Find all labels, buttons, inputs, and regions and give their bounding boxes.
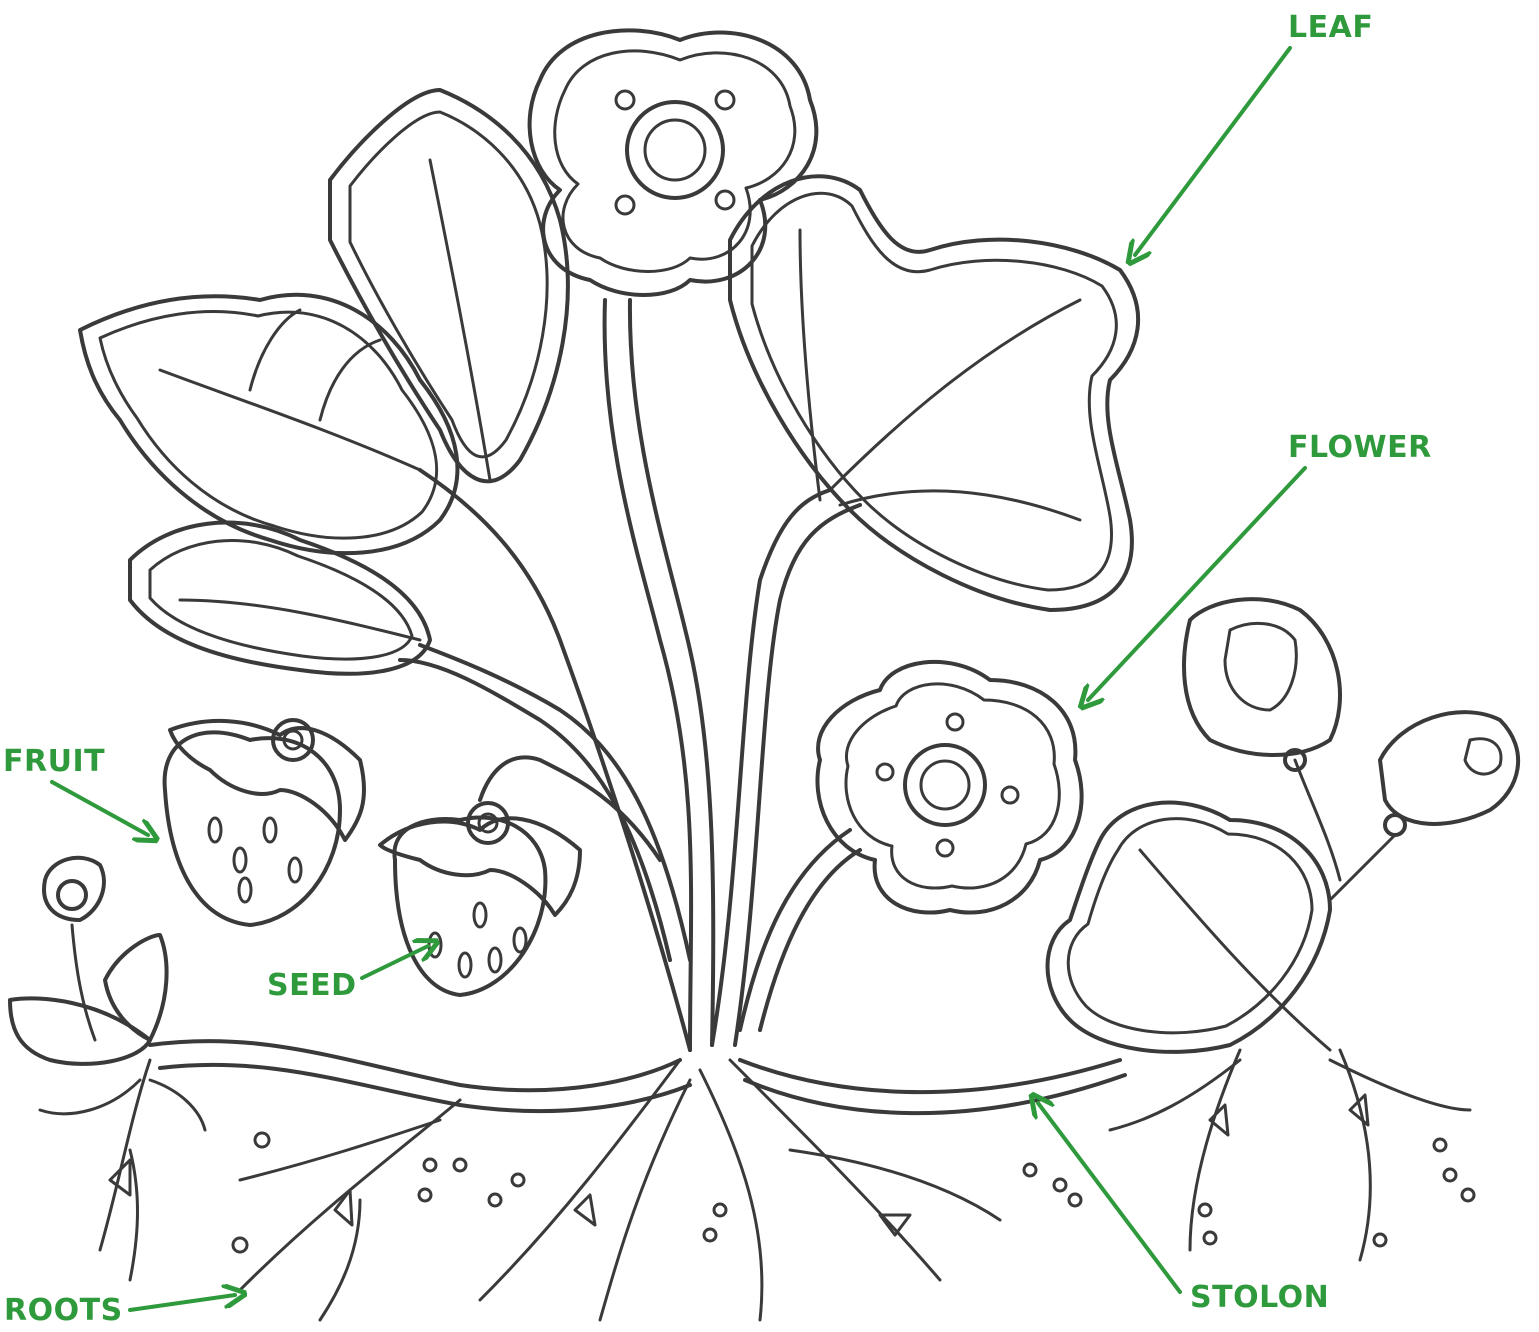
label-roots: ROOTS bbox=[4, 1293, 123, 1328]
leaf-arrow bbox=[1135, 48, 1290, 255]
plantlet-left bbox=[10, 858, 167, 1064]
main-stems bbox=[400, 300, 860, 1050]
label-stolon: STOLON bbox=[1190, 1280, 1329, 1315]
leaf-left-cluster bbox=[80, 90, 568, 674]
stolon-runner bbox=[150, 1041, 1125, 1113]
leaf-right-cluster bbox=[730, 176, 1138, 610]
label-fruit: FRUIT bbox=[3, 744, 105, 779]
fruit-arrow bbox=[52, 782, 148, 835]
fruit-left bbox=[165, 720, 364, 925]
flower-top bbox=[530, 30, 817, 295]
fruit-middle bbox=[380, 803, 580, 995]
roots-arrow bbox=[130, 1295, 235, 1310]
label-seed: SEED bbox=[267, 968, 357, 1003]
label-flower: FLOWER bbox=[1288, 430, 1432, 465]
flower-right bbox=[817, 662, 1081, 913]
stolon-arrow bbox=[1038, 1103, 1180, 1292]
label-leaf: LEAF bbox=[1288, 10, 1373, 45]
